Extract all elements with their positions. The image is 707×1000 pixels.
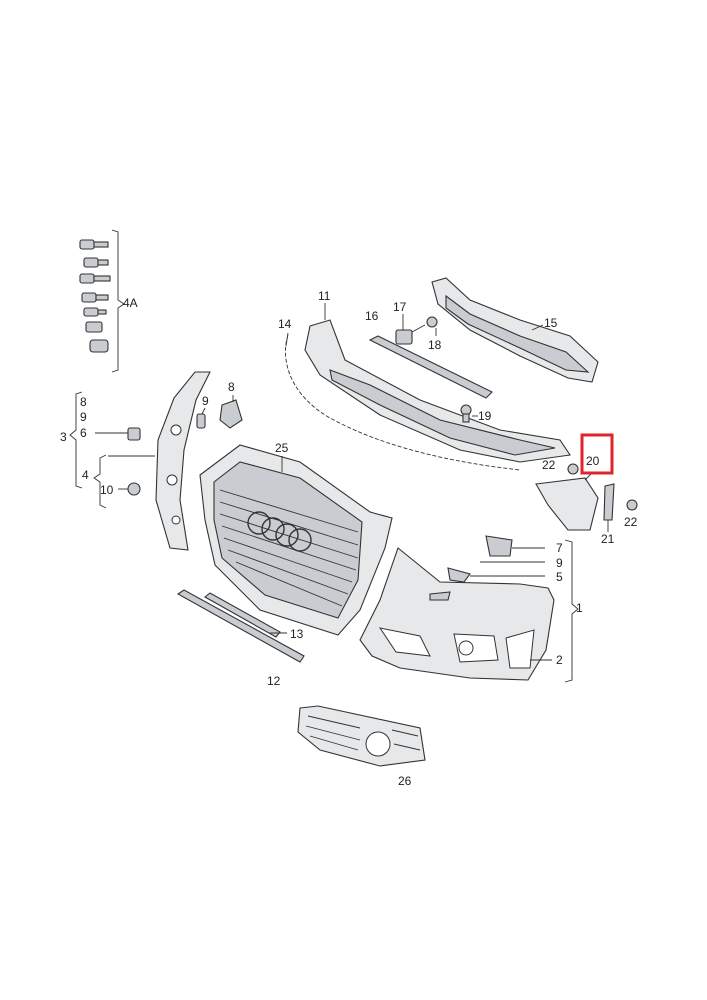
left-bracket xyxy=(69,371,211,551)
label-11: 11 xyxy=(318,289,331,303)
label-8-clip: 8 xyxy=(228,380,235,394)
mount-parts xyxy=(395,314,478,423)
label-5: 5 xyxy=(556,570,563,584)
label-10: 10 xyxy=(100,483,114,497)
label-3: 3 xyxy=(60,430,67,444)
label-22-right: 22 xyxy=(624,515,638,529)
label-9-right: 9 xyxy=(556,556,563,570)
upper-carrier xyxy=(285,303,571,471)
highlight-box-20 xyxy=(580,433,614,475)
fog-grille xyxy=(297,705,426,767)
label-15: 15 xyxy=(544,316,558,330)
label-18: 18 xyxy=(428,338,442,352)
label-16: 16 xyxy=(365,309,379,323)
label-2: 2 xyxy=(556,653,563,667)
label-9-clip: 9 xyxy=(202,394,209,408)
label-12: 12 xyxy=(267,674,281,688)
label-26: 26 xyxy=(398,774,412,788)
label-21: 21 xyxy=(601,532,615,546)
label-14: 14 xyxy=(278,317,292,331)
label-17: 17 xyxy=(393,300,407,314)
label-13: 13 xyxy=(290,627,304,641)
label-25: 25 xyxy=(275,441,289,455)
label-9-left: 9 xyxy=(80,410,87,424)
bumper-cover xyxy=(359,535,579,683)
label-6: 6 xyxy=(80,426,87,440)
screw-set-4a xyxy=(79,229,125,373)
label-4: 4 xyxy=(82,468,89,482)
label-1: 1 xyxy=(576,601,583,615)
trim-strips xyxy=(176,589,305,663)
part-labels: 4A 8 9 3 6 4 10 8 9 25 14 11 16 17 18 19… xyxy=(60,289,638,788)
label-19: 19 xyxy=(478,409,492,423)
clip-parts xyxy=(196,395,243,429)
radiator-grille xyxy=(199,444,393,636)
impact-absorber xyxy=(431,277,599,383)
right-bracket xyxy=(535,463,638,532)
label-7: 7 xyxy=(556,541,563,555)
label-20: 20 xyxy=(586,454,600,468)
label-22-top: 22 xyxy=(542,458,556,472)
label-8-left: 8 xyxy=(80,395,87,409)
strip-16 xyxy=(368,335,493,399)
label-4a: 4A xyxy=(123,296,138,310)
